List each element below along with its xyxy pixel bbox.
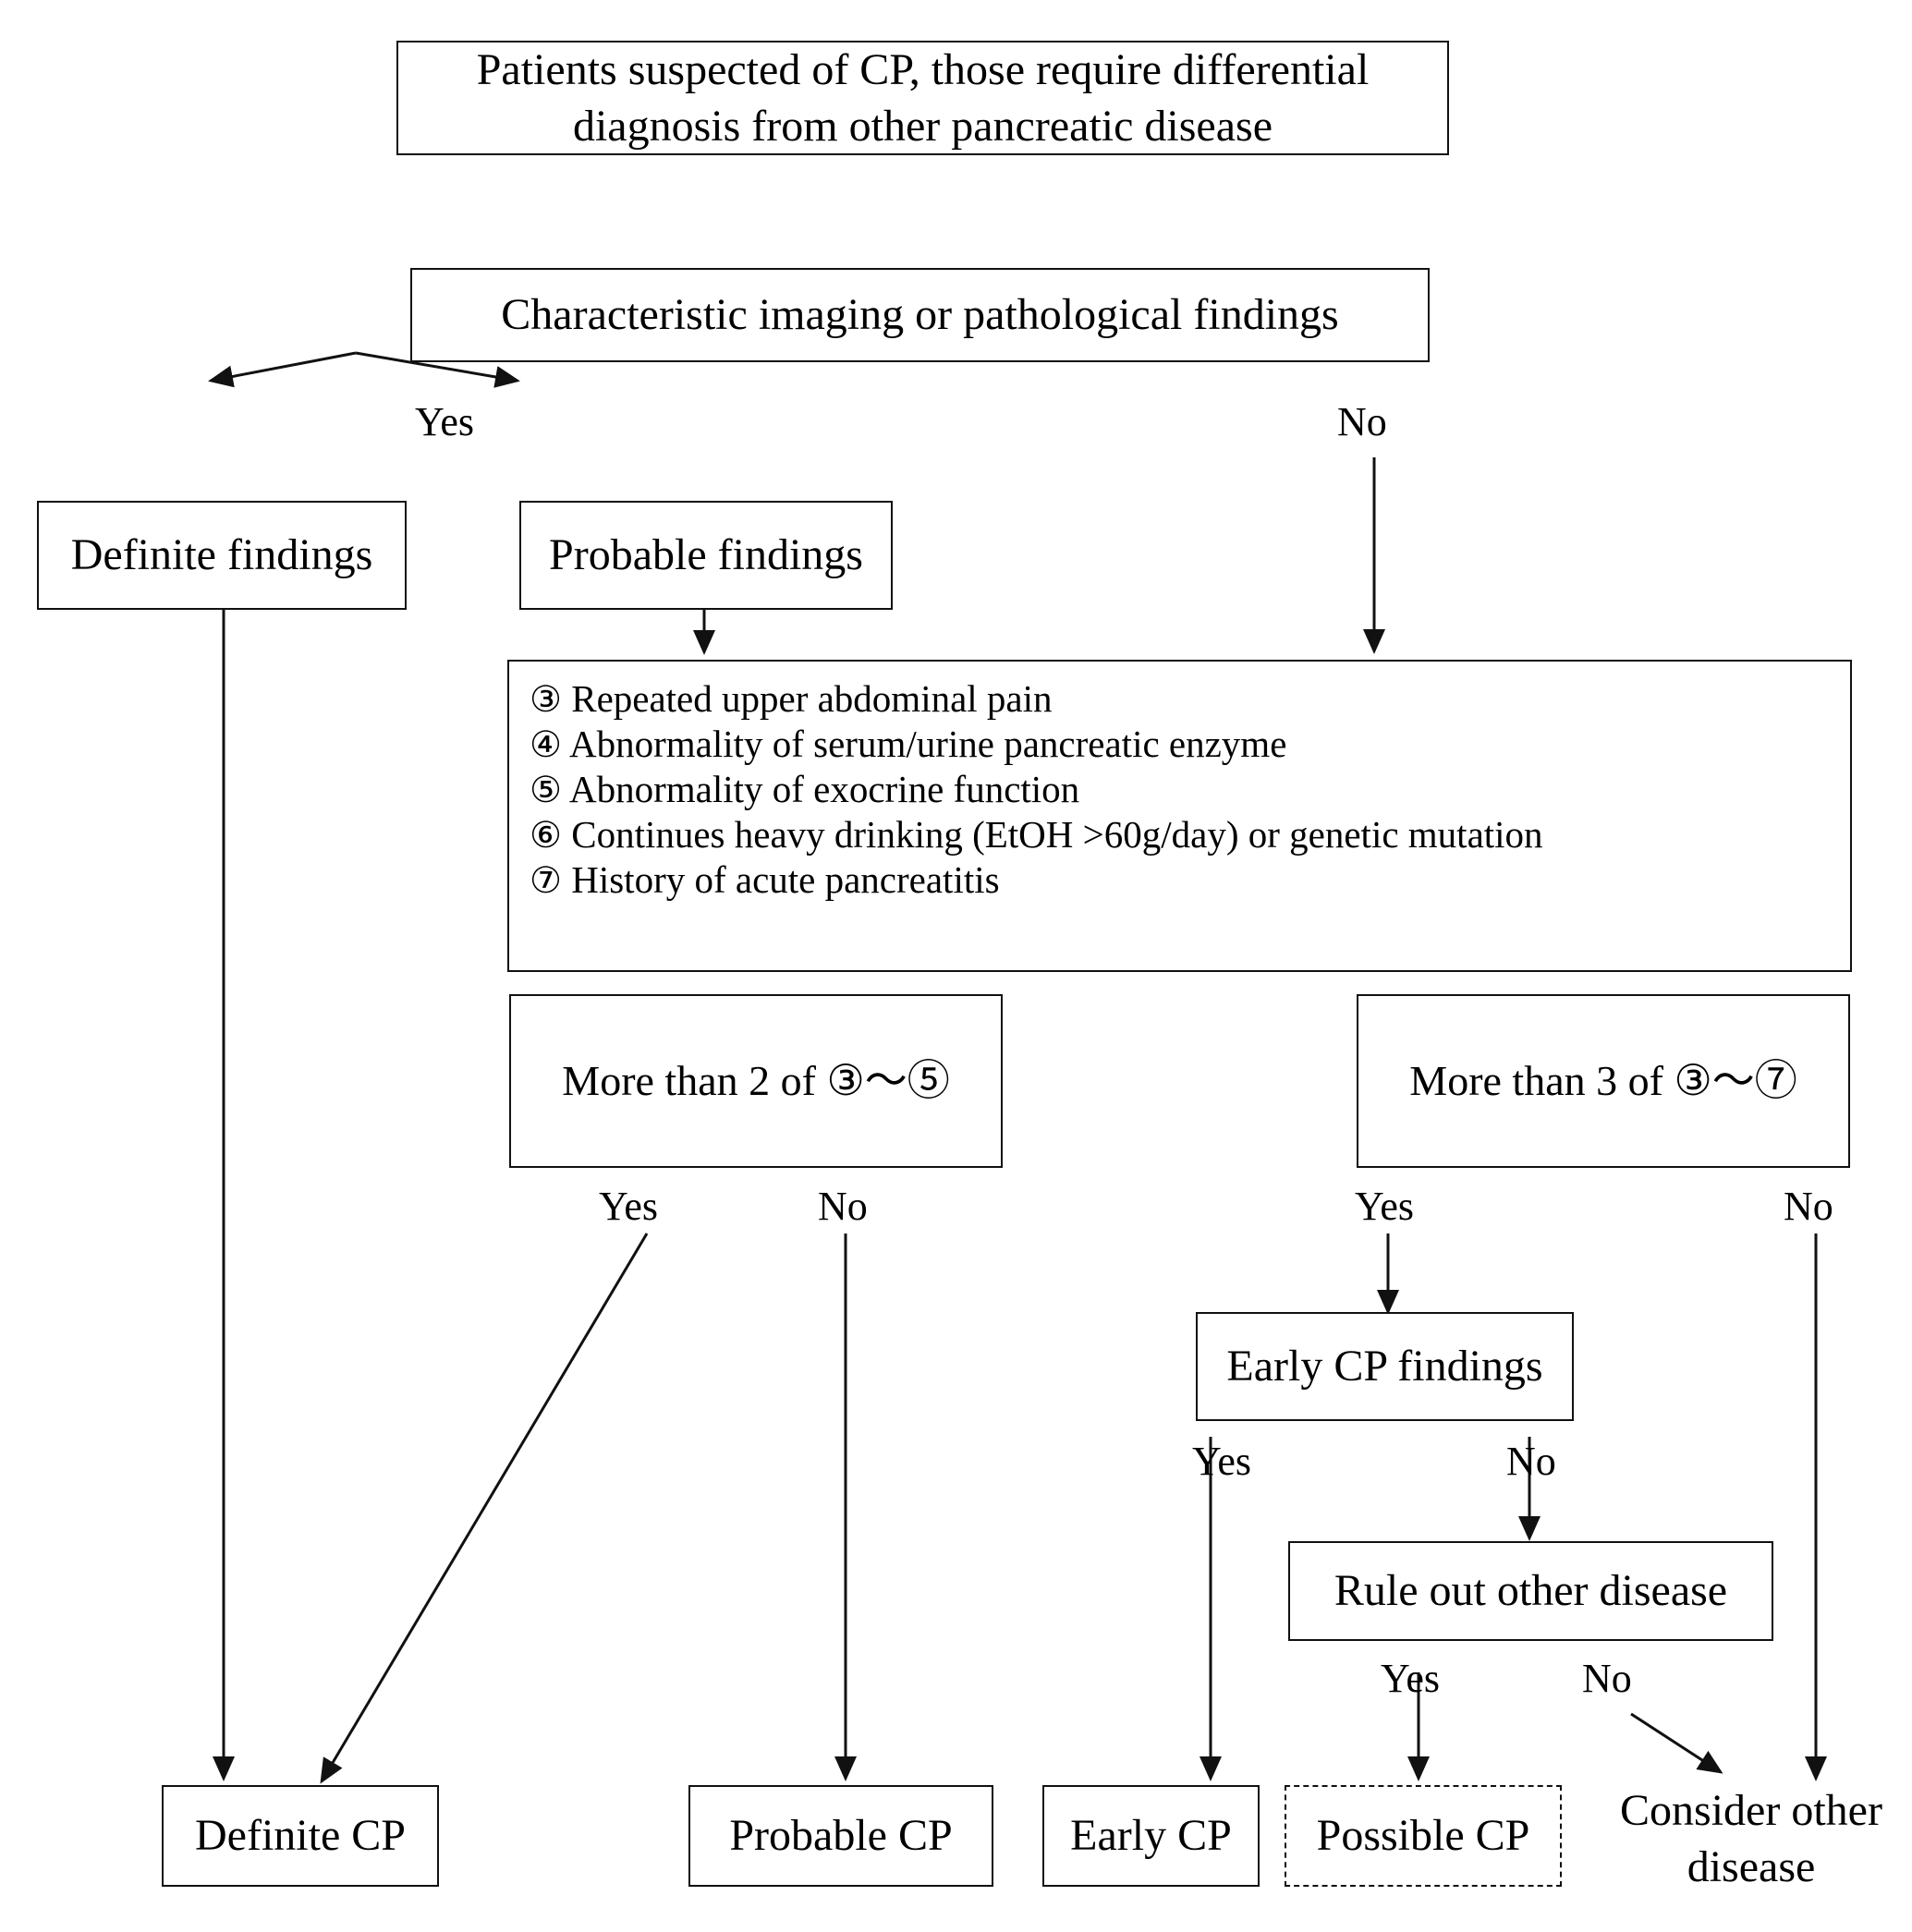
edge-mt2-yes: [320, 1233, 649, 1784]
node-more-than-3: More than 3 of ③〜⑦: [1357, 994, 1850, 1168]
node-start-label: Patients suspected of CP, those require …: [476, 44, 1370, 151]
node-characteristic-imaging-label: Characteristic imaging or pathological f…: [501, 290, 1339, 340]
node-early-cp-findings-label: Early CP findings: [1226, 1342, 1543, 1391]
criteria-row: ⑤ Abnormality of exocrine function: [530, 767, 1850, 812]
node-probable-findings-label: Probable findings: [549, 530, 863, 580]
criteria-text: Repeated upper abdominal pain: [571, 677, 1053, 720]
criteria-marker: ④: [530, 725, 562, 766]
node-definite-findings: Definite findings: [37, 501, 407, 610]
node-probable-cp: Probable CP: [688, 1785, 993, 1887]
edge-label-ruleout-no: No: [1582, 1656, 1632, 1701]
node-more-than-3-label: More than 3 of ③〜⑦: [1409, 1056, 1797, 1104]
edge-label-imaging-no: No: [1337, 399, 1387, 444]
edge-label-mt3-yes: Yes: [1355, 1184, 1415, 1229]
node-early-cp-label: Early CP: [1070, 1811, 1232, 1861]
criteria-text: History of acute pancreatitis: [571, 858, 1000, 902]
node-more-than-2: More than 2 of ③〜⑤: [509, 994, 1003, 1168]
criteria-marker: ⑤: [530, 771, 562, 811]
criteria-marker: ⑥: [530, 816, 562, 857]
node-characteristic-imaging: Characteristic imaging or pathological f…: [410, 268, 1430, 362]
node-early-cp-findings: Early CP findings: [1196, 1312, 1574, 1421]
criteria-marker: ⑦: [530, 861, 562, 902]
edge-ruleout-no: [1630, 1712, 1723, 1774]
node-probable-cp-label: Probable CP: [729, 1811, 953, 1861]
node-definite-findings-label: Definite findings: [70, 530, 373, 580]
edge-label-ruleout-yes: Yes: [1381, 1656, 1441, 1701]
criteria-text: Continues heavy drinking (EtOH >60g/day)…: [571, 813, 1543, 857]
node-consider-other-disease-label: Consider other disease: [1620, 1785, 1882, 1891]
edge-label-mt2-yes: Yes: [599, 1184, 659, 1229]
node-possible-cp-label: Possible CP: [1316, 1811, 1530, 1861]
edge-label-imaging-yes: Yes: [415, 399, 475, 444]
criteria-row: ⑥ Continues heavy drinking (EtOH >60g/da…: [530, 812, 1850, 857]
criteria-marker: ③: [530, 680, 562, 720]
node-rule-out-other-disease: Rule out other disease: [1288, 1541, 1773, 1641]
edge-label-mt3-no: No: [1784, 1184, 1833, 1229]
edge-label-mt2-no: No: [818, 1184, 868, 1229]
criteria-row: ④ Abnormality of serum/urine pancreatic …: [530, 722, 1850, 767]
edge-label-earlycp-yes: Yes: [1192, 1439, 1252, 1484]
edge-yes-fork: [208, 351, 357, 388]
node-start: Patients suspected of CP, those require …: [396, 41, 1449, 155]
criteria-text: Abnormality of exocrine function: [568, 768, 1080, 811]
criteria-row: ③ Repeated upper abdominal pain: [530, 676, 1850, 722]
node-early-cp: Early CP: [1042, 1785, 1260, 1887]
node-consider-other-disease: Consider other disease: [1603, 1779, 1899, 1899]
node-criteria-list: ③ Repeated upper abdominal pain ④ Abnorm…: [507, 660, 1852, 972]
node-more-than-2-label: More than 2 of ③〜⑤: [562, 1056, 950, 1104]
node-possible-cp: Possible CP: [1285, 1785, 1562, 1887]
node-definite-cp: Definite CP: [162, 1785, 439, 1887]
node-probable-findings: Probable findings: [519, 501, 893, 610]
node-rule-out-other-disease-label: Rule out other disease: [1334, 1566, 1728, 1616]
node-definite-cp-label: Definite CP: [195, 1811, 406, 1861]
criteria-text: Abnormality of serum/urine pancreatic en…: [568, 723, 1287, 766]
criteria-row: ⑦ History of acute pancreatitis: [530, 857, 1850, 903]
edge-label-earlycp-no: No: [1506, 1439, 1556, 1484]
